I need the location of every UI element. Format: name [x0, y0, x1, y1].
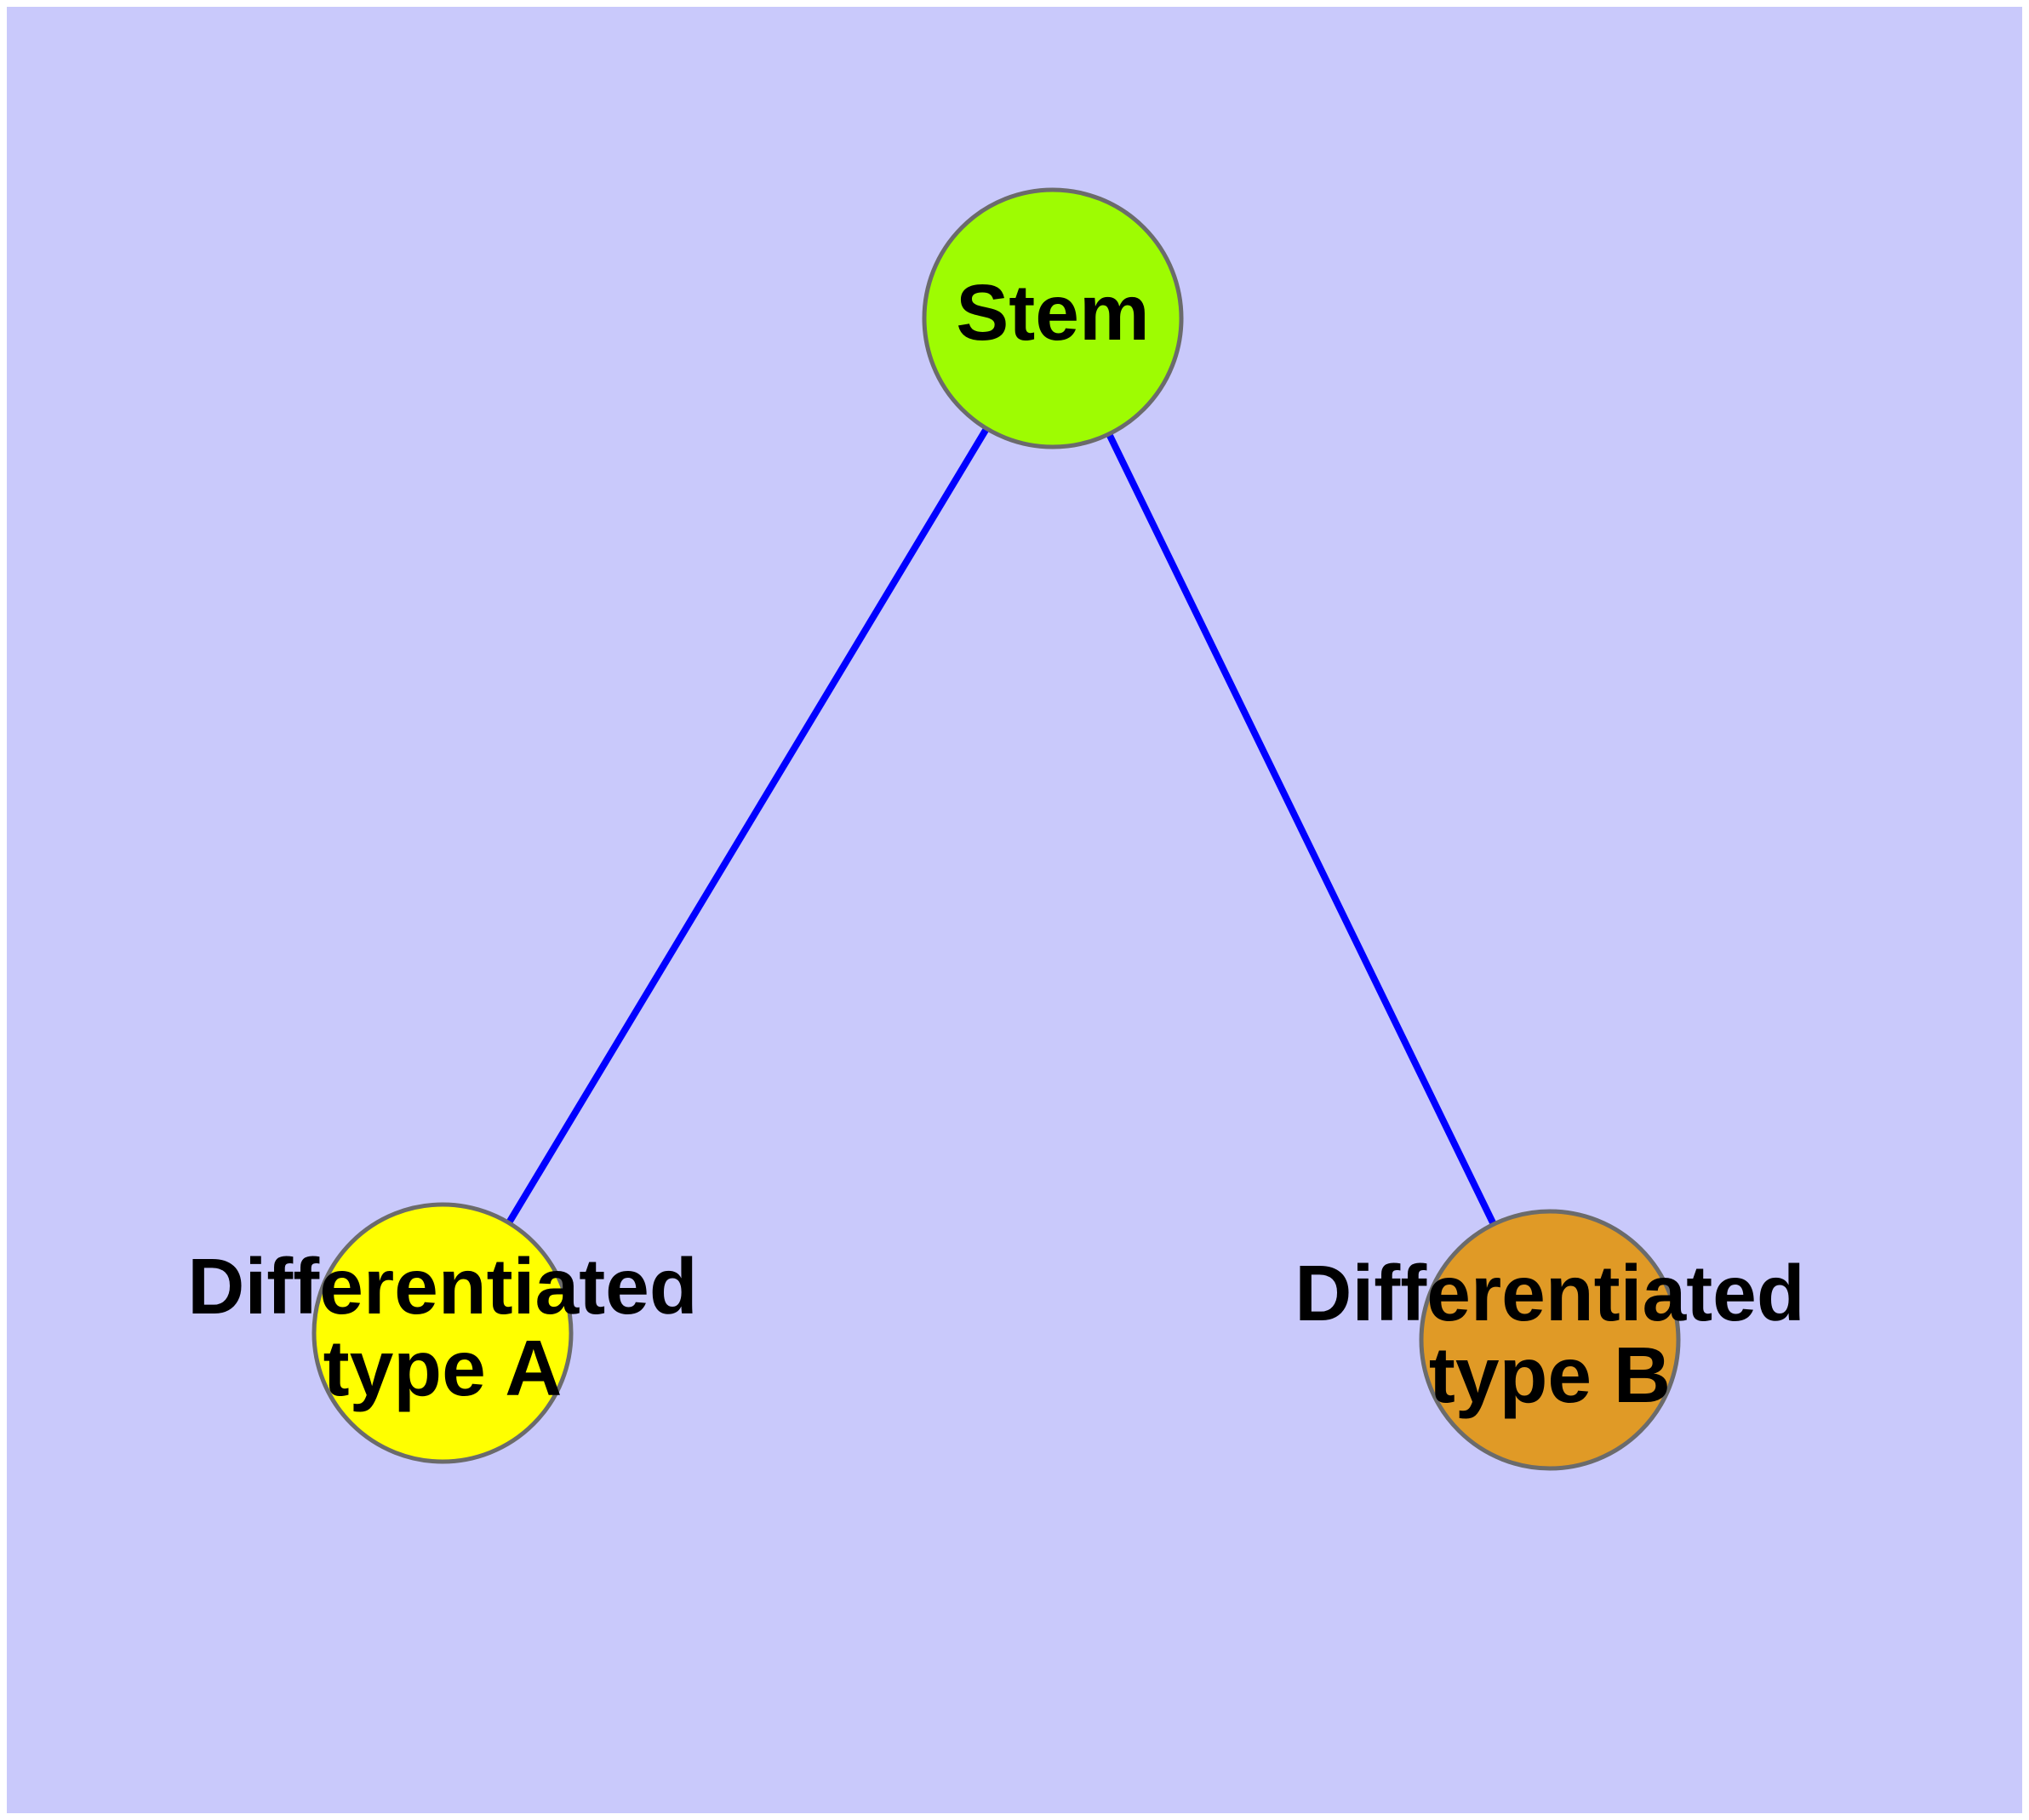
edge-stem-to-diff-a[interactable]: [439, 316, 1056, 1336]
node-label-line: Differentiated: [1295, 1249, 1804, 1337]
edge-stem-to-diff-b[interactable]: [1049, 317, 1553, 1342]
nodes-layer: [311, 187, 1681, 1471]
node-diff_a[interactable]: [311, 1202, 574, 1464]
node-label-line: Differentiated: [187, 1242, 697, 1331]
node-diff_b[interactable]: [1419, 1209, 1681, 1471]
node-label-line: type A: [323, 1324, 563, 1412]
node-label-line: Stem: [956, 268, 1149, 357]
node-label-stem: Stem: [956, 268, 1149, 357]
edges-layer: [439, 316, 1553, 1342]
node-stem[interactable]: [922, 187, 1184, 449]
node-label-line: type B: [1429, 1331, 1671, 1419]
